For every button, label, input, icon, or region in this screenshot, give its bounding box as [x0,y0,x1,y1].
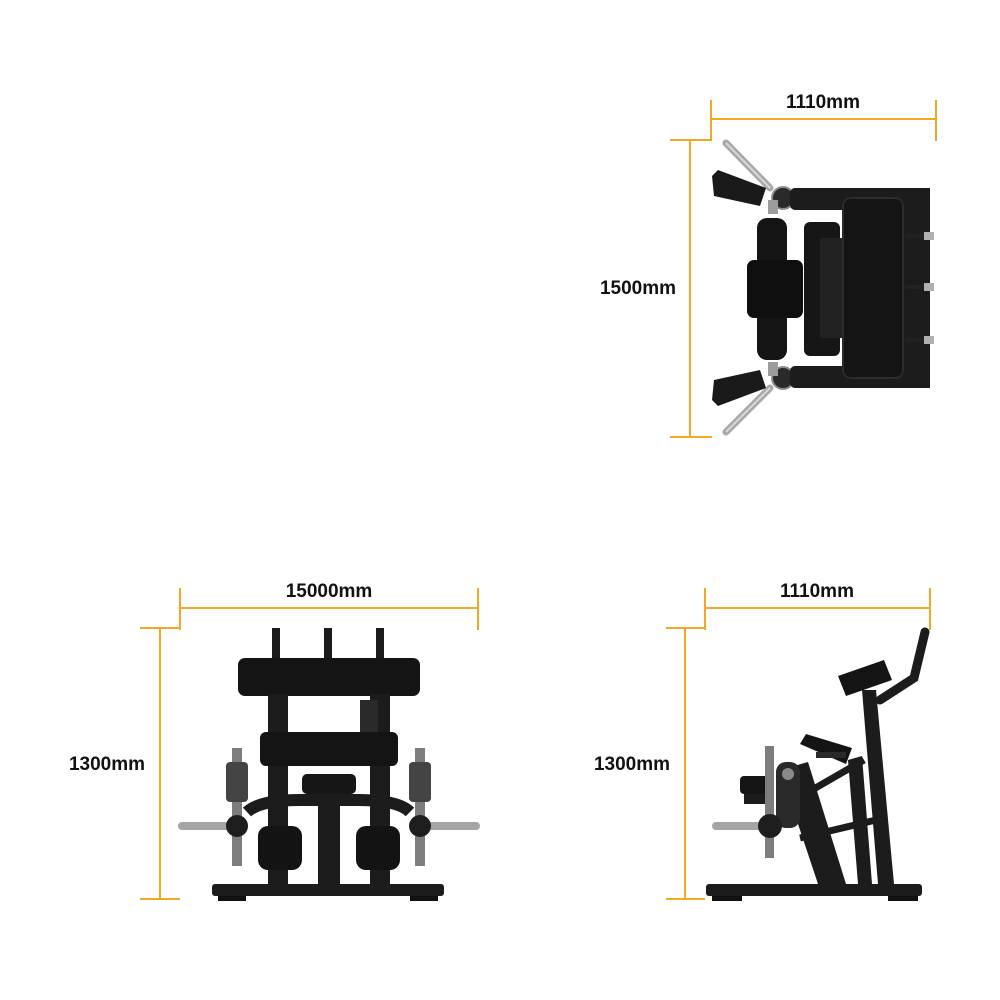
front-view-width-label: 15000mm [286,581,373,602]
top-view-machine [712,139,934,436]
front-view-width-dimension [179,588,479,630]
front-view-machine [178,628,480,901]
front-view-height-label: 1300mm [69,754,145,775]
top-view-depth-label: 1500mm [600,278,676,299]
top-view: 1110mm 1500mm [600,92,937,438]
side-view-height-label: 1300mm [594,754,670,775]
side-view-machine [706,627,930,901]
top-view-width-dimension [710,100,937,141]
side-view-width-label: 1110mm [780,581,854,602]
side-view-height-dimension [666,627,705,900]
side-view: 1110mm 1300mm [594,581,931,901]
top-view-depth-dimension [670,139,712,438]
front-view: 15000mm 1300mm [69,581,480,901]
top-view-width-label: 1110mm [786,92,860,113]
front-view-height-dimension [140,627,180,900]
side-view-width-dimension [704,588,931,630]
